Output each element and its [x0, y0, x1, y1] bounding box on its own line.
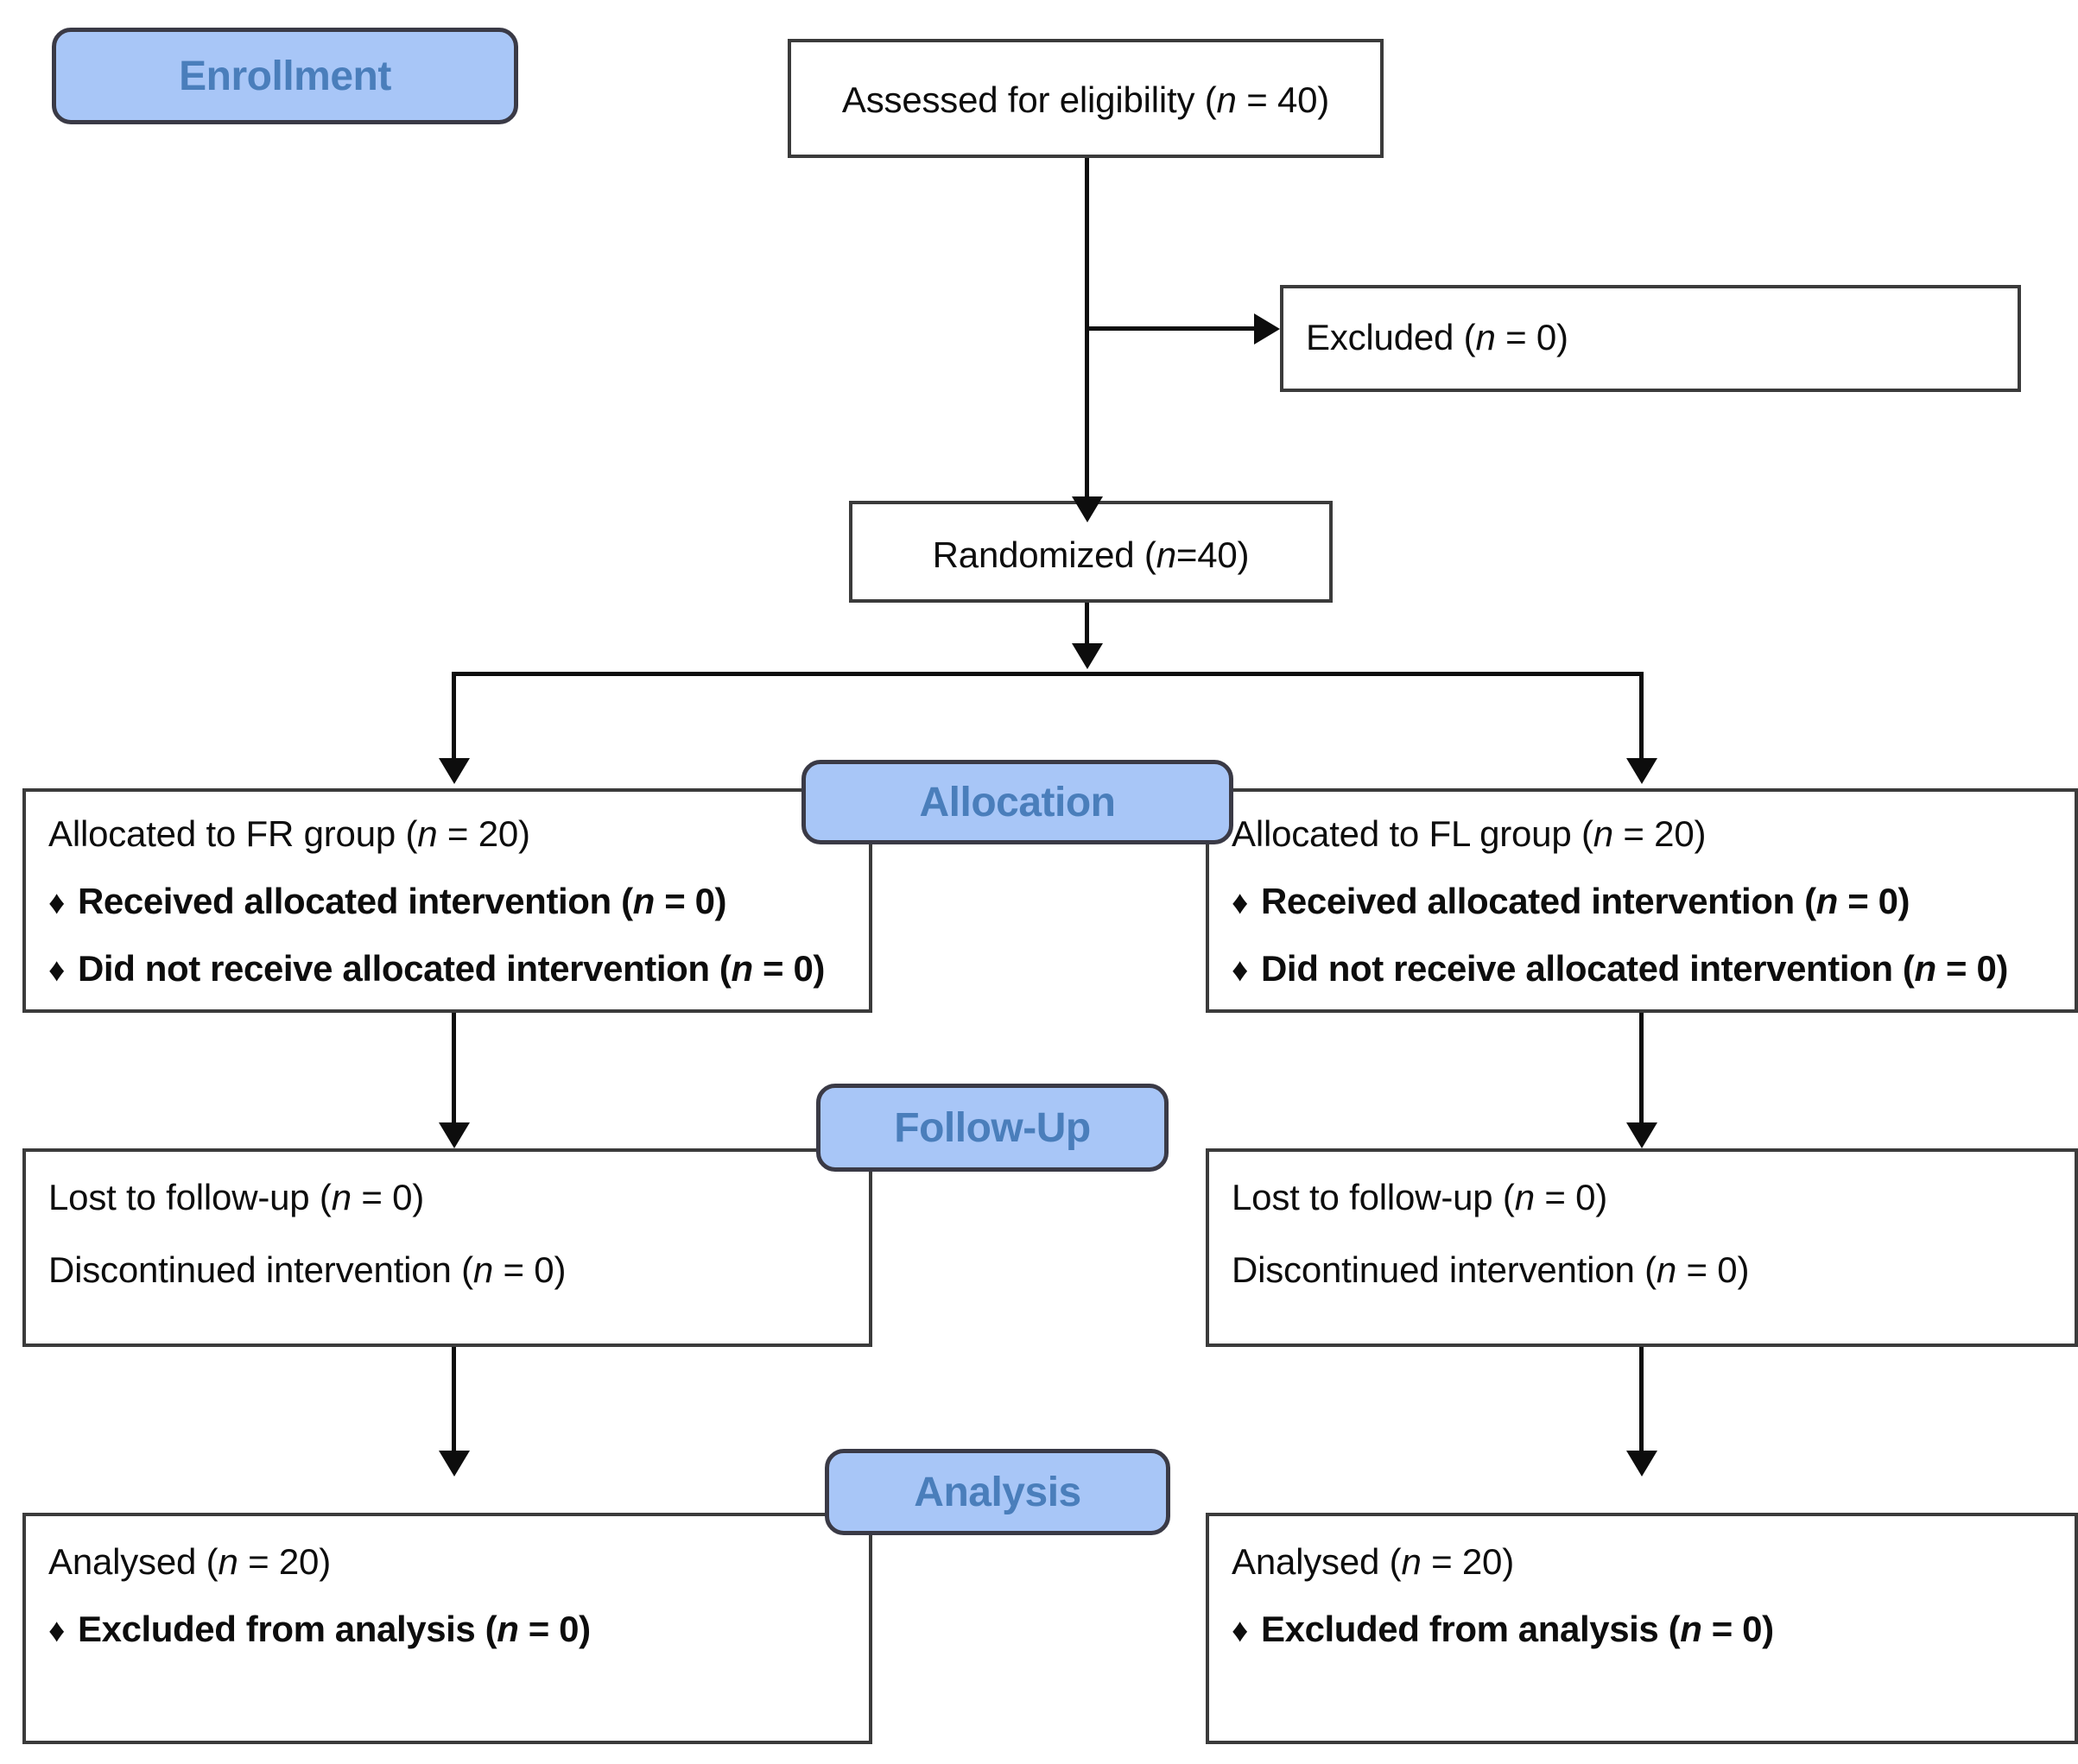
- node-analysed-fl: Analysed (n = 20) ♦ Excluded from analys…: [1206, 1513, 2078, 1744]
- italic-n: n: [1914, 947, 1937, 989]
- node-analysed-fl-heading: Analysed (n = 20): [1232, 1541, 1514, 1582]
- arrowhead-to-randomized: [1072, 496, 1103, 522]
- arrowhead-to-excluded: [1254, 313, 1280, 345]
- stage-badge-enrollment-label: Enrollment: [179, 53, 391, 99]
- italic-n: n: [1156, 534, 1176, 575]
- stage-badge-follow-up-label: Follow-Up: [894, 1104, 1091, 1151]
- node-allocated-fr-bullet-1: ♦ Received allocated intervention (n = 0…: [48, 880, 727, 921]
- node-allocated-fr-bullet-2: ♦ Did not receive allocated intervention…: [48, 947, 825, 989]
- italic-n: n: [1514, 1177, 1535, 1217]
- diamond-bullet-icon: ♦: [1232, 952, 1248, 989]
- diamond-bullet-icon: ♦: [48, 884, 65, 921]
- node-allocated-fl: Allocated to FL group (n = 20) ♦ Receive…: [1206, 788, 2078, 1013]
- node-followup-fl: Lost to follow-up (n = 0) Discontinued i…: [1206, 1148, 2078, 1347]
- italic-n: n: [472, 1249, 494, 1290]
- connector-followup-fr-to-analysis: [452, 1347, 456, 1459]
- italic-n: n: [497, 1608, 519, 1649]
- italic-n: n: [331, 1177, 352, 1217]
- italic-n: n: [1656, 1249, 1677, 1290]
- italic-n: n: [417, 813, 438, 854]
- node-analysed-fr-bullet-1: ♦ Excluded from analysis (n = 0): [48, 1608, 591, 1649]
- node-excluded: Excluded (n = 0): [1280, 285, 2021, 392]
- node-assessed-for-eligibility: Assessed for eligibility (n = 40): [788, 39, 1384, 158]
- node-followup-fl-line-1: Lost to follow-up (n = 0): [1232, 1177, 1608, 1217]
- stage-badge-analysis: Analysis: [825, 1449, 1170, 1535]
- stage-badge-follow-up: Follow-Up: [816, 1084, 1169, 1172]
- node-followup-fr-line-2: Discontinued intervention (n = 0): [48, 1249, 567, 1290]
- node-followup-fr: Lost to follow-up (n = 0) Discontinued i…: [22, 1148, 872, 1347]
- arrowhead-analysis-right: [1626, 1451, 1657, 1476]
- italic-n: n: [1680, 1608, 1702, 1649]
- italic-n: n: [632, 880, 656, 921]
- diamond-bullet-icon: ♦: [1232, 1612, 1248, 1649]
- italic-n: n: [1216, 79, 1237, 120]
- node-assessed-text: Assessed for eligibility (n = 40): [841, 79, 1330, 120]
- connector-followup-fl-to-analysis: [1639, 1347, 1644, 1459]
- node-allocated-fr-heading: Allocated to FR group (n = 20): [48, 813, 530, 854]
- arrowhead-followup-left: [439, 1122, 470, 1148]
- connector-alloc-fl-to-followup: [1639, 1013, 1644, 1132]
- italic-n: n: [1401, 1541, 1422, 1582]
- connector-split-left: [452, 672, 456, 762]
- node-followup-fl-line-2: Discontinued intervention (n = 0): [1232, 1249, 1750, 1290]
- arrowhead-to-alloc-right: [1626, 758, 1657, 784]
- node-analysed-fr: Analysed (n = 20) ♦ Excluded from analys…: [22, 1513, 872, 1744]
- connector-alloc-fr-to-followup: [452, 1013, 456, 1132]
- node-randomized-text: Randomized (n=40): [932, 534, 1250, 575]
- italic-n: n: [218, 1541, 238, 1582]
- stage-badge-enrollment: Enrollment: [52, 28, 518, 124]
- node-excluded-text: Excluded (n = 0): [1306, 317, 1568, 357]
- connector-randomized-stem: [1085, 603, 1089, 648]
- stage-badge-allocation-label: Allocation: [919, 779, 1116, 825]
- node-allocated-fl-heading: Allocated to FL group (n = 20): [1232, 813, 1707, 854]
- stage-badge-allocation: Allocation: [801, 760, 1233, 844]
- diamond-bullet-icon: ♦: [48, 1612, 65, 1649]
- node-analysed-fr-heading: Analysed (n = 20): [48, 1541, 331, 1582]
- connector-assessed-to-randomized: [1085, 158, 1089, 521]
- arrowhead-followup-right: [1626, 1122, 1657, 1148]
- arrowhead-randomized-split: [1072, 643, 1103, 669]
- arrowhead-analysis-left: [439, 1451, 470, 1476]
- arrowhead-to-alloc-left: [439, 758, 470, 784]
- italic-n: n: [1815, 880, 1839, 921]
- diamond-bullet-icon: ♦: [1232, 884, 1248, 921]
- node-allocated-fl-bullet-1: ♦ Received allocated intervention (n = 0…: [1232, 880, 1910, 921]
- node-allocated-fr: Allocated to FR group (n = 20) ♦ Receive…: [22, 788, 872, 1013]
- italic-n: n: [1593, 813, 1613, 854]
- connector-split-bar: [452, 672, 1644, 676]
- connector-assessed-to-excluded: [1085, 326, 1258, 331]
- connector-split-right: [1639, 672, 1644, 762]
- italic-n: n: [731, 947, 754, 989]
- node-analysed-fl-bullet-1: ♦ Excluded from analysis (n = 0): [1232, 1608, 1774, 1649]
- node-followup-fr-line-1: Lost to follow-up (n = 0): [48, 1177, 425, 1217]
- italic-n: n: [1475, 317, 1496, 357]
- stage-badge-analysis-label: Analysis: [914, 1469, 1081, 1515]
- diamond-bullet-icon: ♦: [48, 952, 65, 989]
- node-allocated-fl-bullet-2: ♦ Did not receive allocated intervention…: [1232, 947, 2008, 989]
